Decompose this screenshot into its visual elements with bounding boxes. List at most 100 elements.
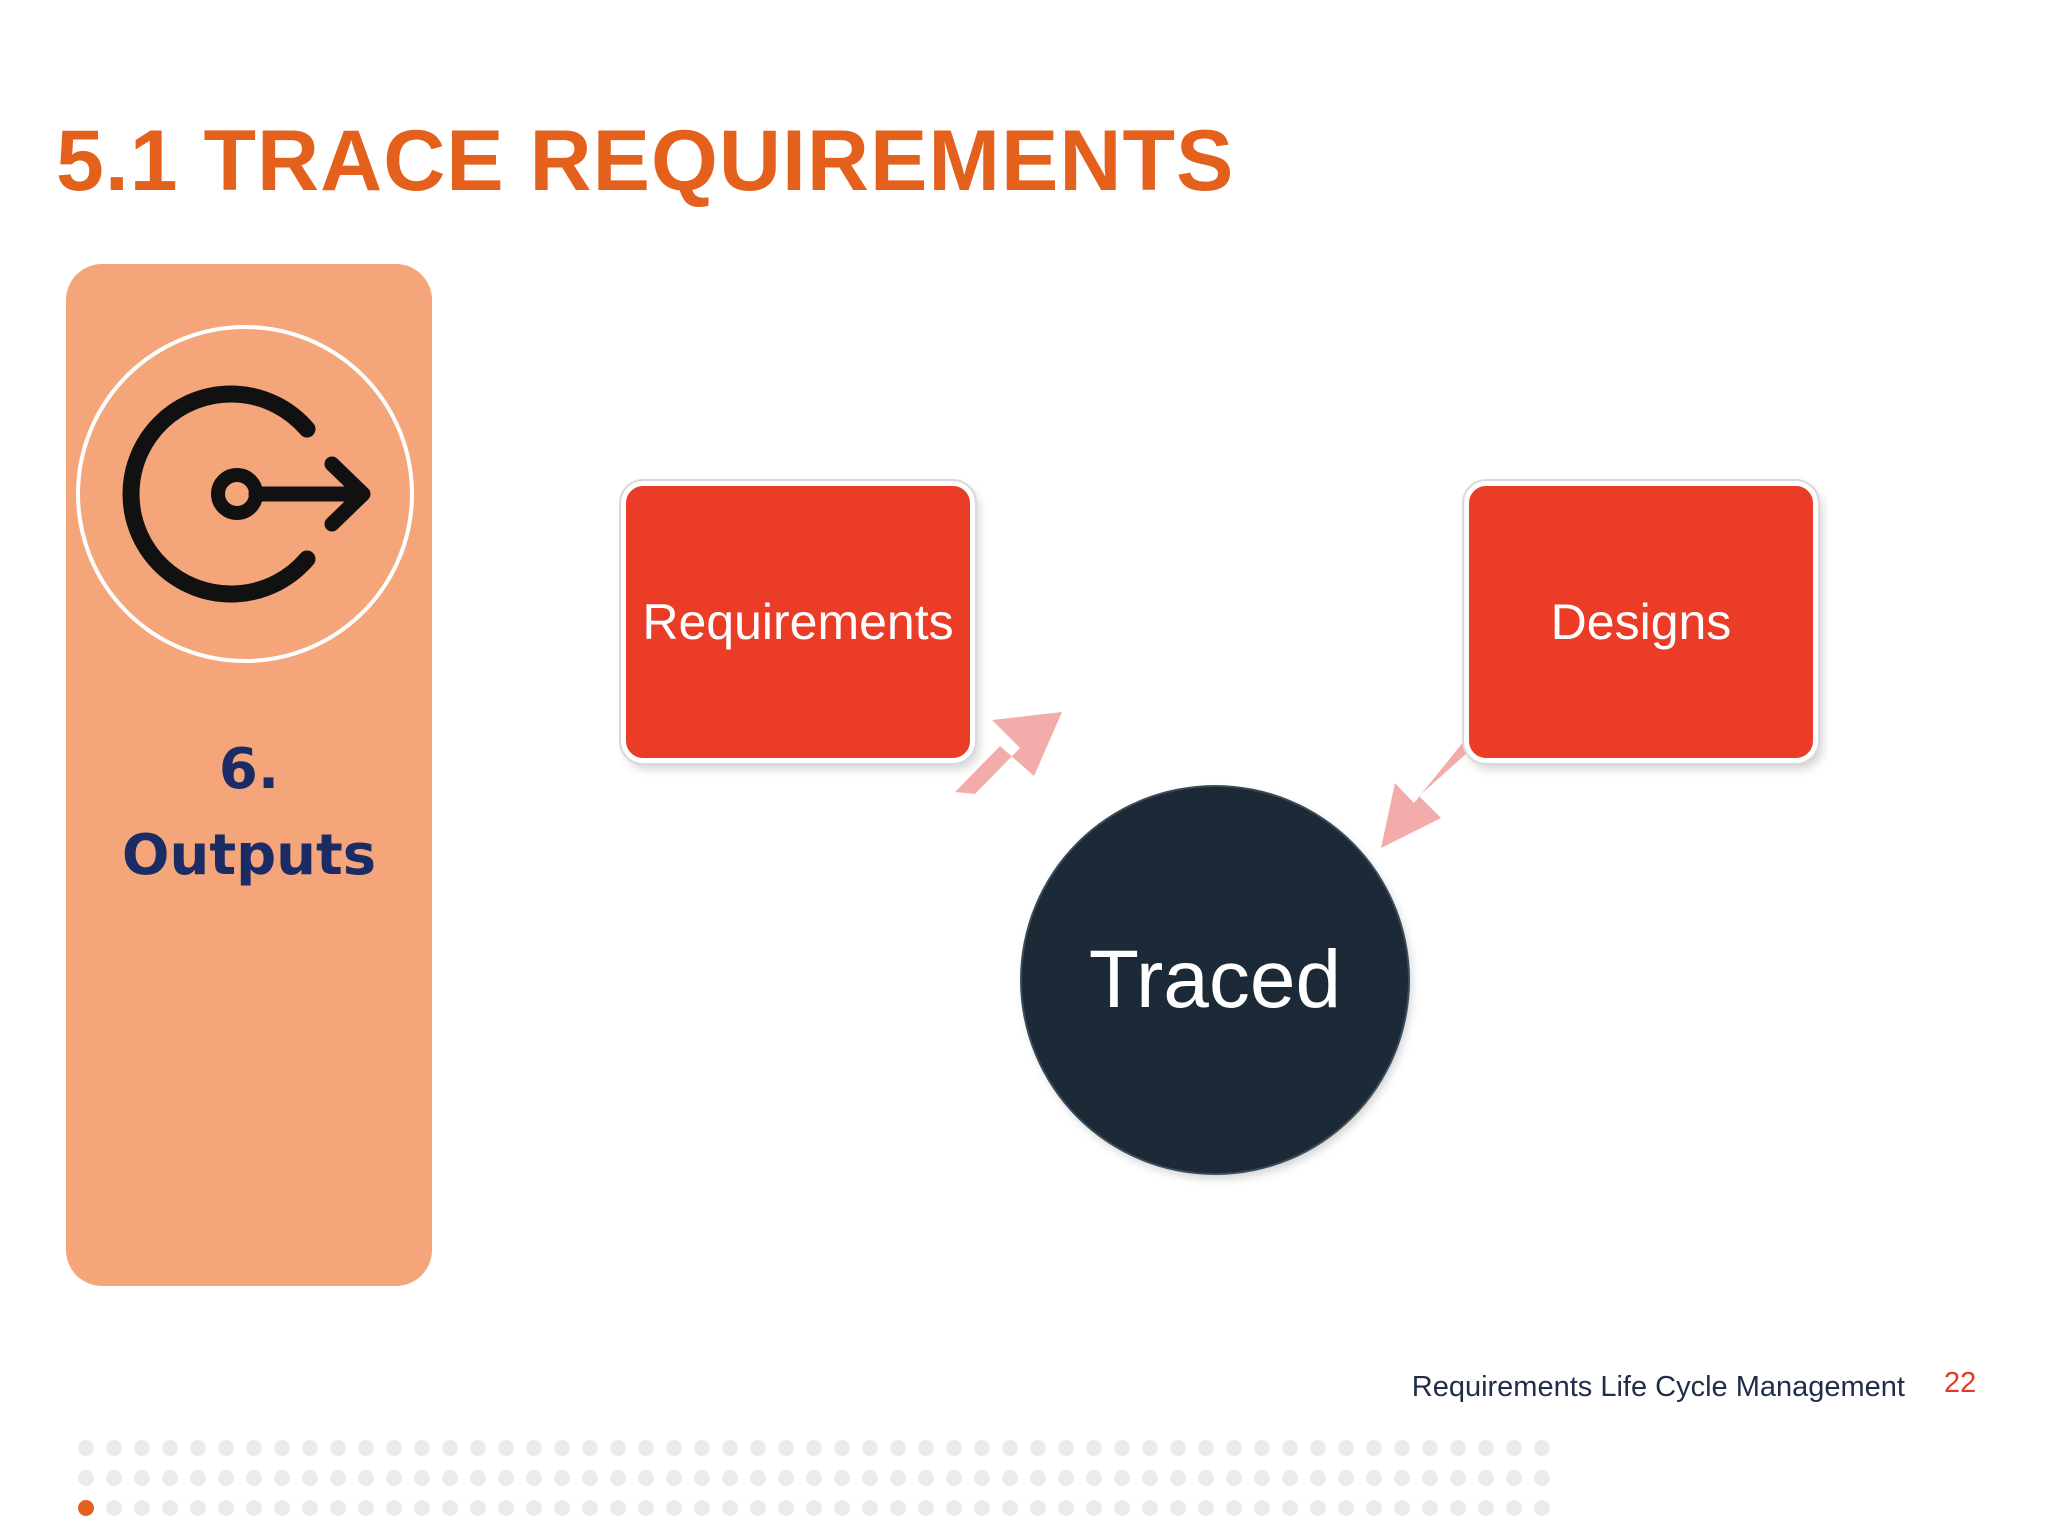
grid-dot [1170, 1440, 1186, 1456]
grid-dot [414, 1500, 430, 1516]
grid-dot [302, 1500, 318, 1516]
grid-dot [442, 1470, 458, 1486]
grid-dot [722, 1470, 738, 1486]
grid-dot [190, 1440, 206, 1456]
grid-dot [1282, 1500, 1298, 1516]
node-designs: Designs [1464, 481, 1818, 763]
grid-dot [470, 1440, 486, 1456]
grid-dot [274, 1440, 290, 1456]
grid-dot [190, 1500, 206, 1516]
grid-dot [106, 1440, 122, 1456]
grid-dot [1254, 1440, 1270, 1456]
grid-dot [890, 1500, 906, 1516]
grid-dot [946, 1440, 962, 1456]
grid-dot [974, 1500, 990, 1516]
grid-dot [918, 1440, 934, 1456]
grid-dot [246, 1440, 262, 1456]
grid-dot [722, 1440, 738, 1456]
grid-dot [1170, 1500, 1186, 1516]
grid-dot [526, 1500, 542, 1516]
grid-dot [806, 1500, 822, 1516]
grid-dot [78, 1470, 94, 1486]
slide-title: 5.1 TRACE REQUIREMENTS [56, 113, 1235, 209]
grid-dot [694, 1440, 710, 1456]
grid-dot [1058, 1500, 1074, 1516]
grid-dot [554, 1470, 570, 1486]
grid-dot [1534, 1440, 1550, 1456]
grid-dot [666, 1500, 682, 1516]
grid-dot [890, 1440, 906, 1456]
grid-dot [470, 1500, 486, 1516]
grid-dot [638, 1500, 654, 1516]
grid-dot [918, 1470, 934, 1486]
grid-dot [890, 1470, 906, 1486]
grid-dot [1310, 1440, 1326, 1456]
grid-dot [862, 1440, 878, 1456]
grid-dot [134, 1500, 150, 1516]
grid-dot [274, 1470, 290, 1486]
grid-dot [1142, 1500, 1158, 1516]
grid-dot [834, 1500, 850, 1516]
grid-dot [218, 1440, 234, 1456]
grid-dot [862, 1500, 878, 1516]
grid-dot [246, 1500, 262, 1516]
node-traced: Traced [1022, 787, 1408, 1173]
grid-dot [162, 1470, 178, 1486]
grid-dot [358, 1470, 374, 1486]
grid-dot [1086, 1500, 1102, 1516]
grid-dot [358, 1440, 374, 1456]
grid-dot [1226, 1500, 1242, 1516]
grid-dot [1394, 1500, 1410, 1516]
grid-dot [974, 1440, 990, 1456]
grid-dot [330, 1500, 346, 1516]
grid-dot [694, 1500, 710, 1516]
grid-dot [638, 1440, 654, 1456]
grid-dot [330, 1440, 346, 1456]
grid-dot [554, 1500, 570, 1516]
footer-text: Requirements Life Cycle Management [1411, 1371, 1905, 1403]
grid-dot [666, 1440, 682, 1456]
grid-dot [1030, 1470, 1046, 1486]
grid-dot [1310, 1500, 1326, 1516]
grid-dot [1534, 1500, 1550, 1516]
grid-dot [218, 1470, 234, 1486]
grid-dot [1506, 1500, 1522, 1516]
grid-dot [302, 1440, 318, 1456]
grid-dot [1058, 1470, 1074, 1486]
grid-dot [694, 1470, 710, 1486]
grid-dot [498, 1440, 514, 1456]
grid-dot [1478, 1500, 1494, 1516]
grid-dot [1534, 1470, 1550, 1486]
grid-dot [1282, 1440, 1298, 1456]
grid-dot [442, 1440, 458, 1456]
grid-dot [1422, 1470, 1438, 1486]
grid-dot [834, 1470, 850, 1486]
grid-dot [666, 1470, 682, 1486]
grid-dot [778, 1500, 794, 1516]
grid-dot [1198, 1440, 1214, 1456]
grid-dot [750, 1440, 766, 1456]
grid-dot [1058, 1440, 1074, 1456]
grid-dot [1170, 1470, 1186, 1486]
grid-dot [1114, 1470, 1130, 1486]
grid-dot [1366, 1470, 1382, 1486]
grid-dot [582, 1500, 598, 1516]
grid-dot [162, 1440, 178, 1456]
grid-dot [386, 1440, 402, 1456]
grid-dot [1086, 1440, 1102, 1456]
grid-dot [1366, 1500, 1382, 1516]
icon-circle [76, 325, 414, 663]
grid-dot [302, 1470, 318, 1486]
grid-dot [218, 1500, 234, 1516]
grid-dot [834, 1440, 850, 1456]
grid-dot [610, 1500, 626, 1516]
grid-dot [610, 1440, 626, 1456]
grid-dot [1226, 1470, 1242, 1486]
grid-dot [442, 1500, 458, 1516]
grid-dot [946, 1470, 962, 1486]
grid-dot [1002, 1470, 1018, 1486]
grid-dot [1450, 1500, 1466, 1516]
